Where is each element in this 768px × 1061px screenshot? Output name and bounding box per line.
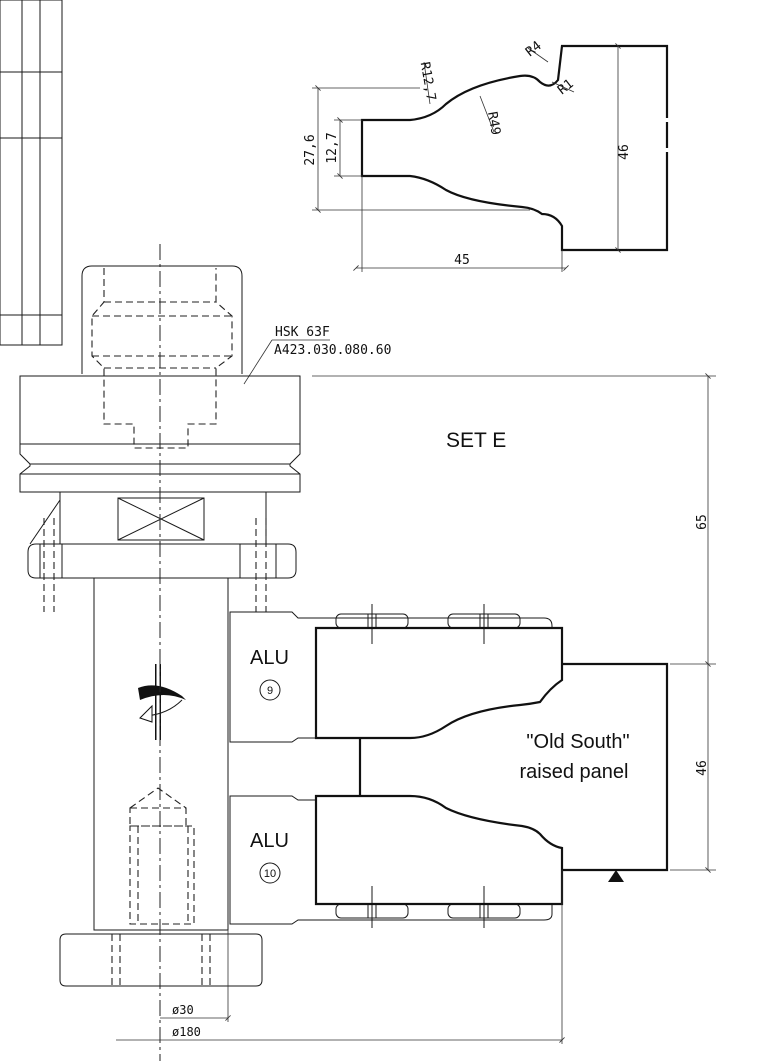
set-title: SET E bbox=[446, 429, 506, 452]
dim-12-7: 12,7 bbox=[325, 132, 340, 163]
dim-46-profile: 46 bbox=[617, 144, 632, 160]
holder-hsk: HSK 63F bbox=[275, 325, 330, 340]
holder-code: A423.030.080.60 bbox=[274, 343, 391, 358]
dim-dia30: ø30 bbox=[172, 1003, 194, 1017]
panel-label-line2: raised panel bbox=[520, 761, 629, 783]
knife-10-material: ALU bbox=[250, 830, 289, 852]
dim-27-6: 27,6 bbox=[303, 134, 318, 165]
dim-r49: R49 bbox=[484, 111, 503, 137]
dim-65: 65 bbox=[695, 514, 710, 530]
knife-10-number: 10 bbox=[264, 868, 276, 880]
panel-label-line1: "Old South" bbox=[526, 731, 629, 753]
knife-9-number: 9 bbox=[267, 685, 273, 697]
dim-45: 45 bbox=[454, 253, 470, 268]
knife-assembly bbox=[229, 604, 669, 928]
dim-r12-7: R12,7 bbox=[417, 61, 439, 102]
profile-detail: 46 27,6 12,7 45 R12,7 R49 R4 R1 bbox=[303, 38, 672, 272]
knife-9-material: ALU bbox=[250, 647, 289, 669]
diameter-dims bbox=[116, 870, 565, 1044]
dim-46-main: 46 bbox=[695, 760, 710, 776]
dim-r4: R4 bbox=[523, 38, 545, 60]
overall-dims bbox=[312, 373, 716, 873]
dim-dia180: ø180 bbox=[172, 1025, 201, 1039]
holder-label: HSK 63F A423.030.080.60 bbox=[243, 325, 391, 385]
tool-holder bbox=[19, 244, 301, 1061]
title-block bbox=[0, 0, 63, 346]
